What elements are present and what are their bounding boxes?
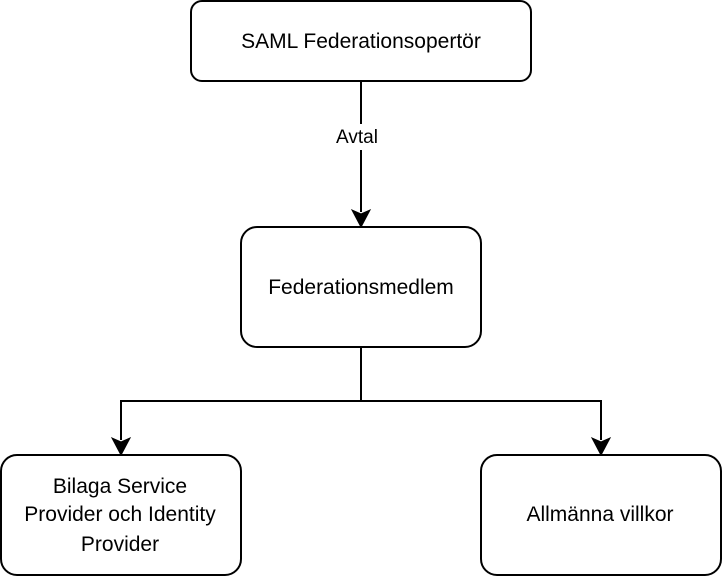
edge-label-background — [330, 124, 392, 150]
node-general-terms: Allmänna villkor — [480, 454, 722, 576]
node-box — [240, 226, 482, 348]
node-federation-operator: SAML Federationsopertör — [190, 0, 532, 82]
node-box — [480, 454, 722, 576]
node-appendix-sp-idp: Bilaga Service Provider och Identity Pro… — [0, 454, 242, 576]
node-box — [0, 454, 242, 576]
edge-member-to-appendix — [110, 347, 362, 457]
node-label-line-1: Bilaga Service — [53, 475, 187, 498]
node-label-line-2: Provider och Identity — [24, 503, 216, 526]
node-label: SAML Federationsopertör — [241, 30, 481, 53]
node-box — [190, 0, 532, 82]
edge-line — [120, 347, 362, 440]
node-label: Federationsmedlem — [268, 276, 454, 299]
node-label-line-3: Provider — [81, 533, 159, 556]
edge-label-avtal: Avtal — [336, 127, 378, 148]
edge-line — [361, 400, 602, 440]
arrowhead-icon — [350, 208, 372, 229]
edge-operator-to-member — [350, 81, 372, 229]
node-federation-member: Federationsmedlem — [240, 226, 482, 348]
edge-label-avtal-group: Avtal — [330, 124, 392, 150]
node-label: Allmänna villkor — [526, 503, 673, 526]
edge-member-to-terms — [361, 400, 612, 457]
arrowhead-icon — [110, 436, 132, 457]
arrowhead-icon — [590, 436, 612, 457]
